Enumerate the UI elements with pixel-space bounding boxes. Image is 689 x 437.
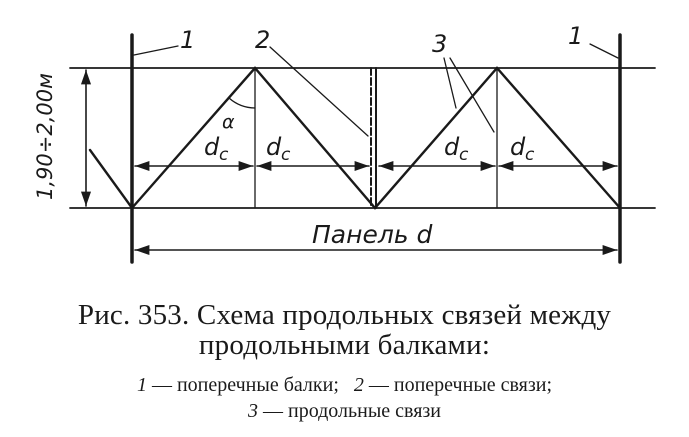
dc-label-4: d c [510, 133, 535, 165]
leader-3a [443, 57, 457, 109]
label-1-right: 1 [568, 22, 583, 50]
caption-line-1: Рис. 353. Схема продольных связей между [0, 300, 689, 330]
svg-text:c: c [219, 145, 229, 165]
leader-3b [449, 57, 495, 133]
leader-2 [269, 46, 369, 137]
panel-label: Панель d [312, 220, 433, 249]
legend-text-1: — поперечные балки; [151, 374, 339, 396]
svg-text:d: d [204, 133, 220, 161]
leader-1-right [589, 43, 619, 59]
dc-label-1: d c [204, 133, 229, 165]
height-label: 1,90÷2,00м [33, 73, 57, 200]
zigzag-bracing [130, 66, 622, 210]
leader-1-left [133, 45, 179, 56]
left-stub-diagonal [88, 148, 134, 210]
svg-text:d: d [510, 133, 526, 161]
svg-text:c: c [459, 145, 469, 165]
svg-text:c: c [281, 145, 291, 165]
dc-label-3: d c [444, 133, 469, 165]
legend-line-2: 3 — продольные связи [0, 398, 689, 424]
alpha-arc [228, 97, 256, 109]
svg-text:c: c [525, 145, 535, 165]
dc-label-2: d c [266, 133, 291, 165]
legend-num-3: 3 [247, 400, 258, 422]
svg-text:d: d [266, 133, 282, 161]
bracing-diagram: 1 1 2 3 α d c d c d c d c 1,90÷2,00м Пан… [33, 22, 656, 264]
legend-text-2: — поперечные связи; [368, 374, 553, 396]
figure-legend: 1 — поперечные балки; 2 — поперечные свя… [0, 372, 689, 424]
legend-num-2: 2 [353, 374, 364, 396]
caption-title-line2: продольными балками: [198, 329, 491, 361]
caption-title-line1: Схема продольных связей между [196, 299, 612, 331]
svg-text:d: d [444, 133, 460, 161]
legend-text-3: — продольные связи [262, 400, 442, 422]
legend-num-1: 1 [136, 374, 147, 396]
legend-line-1: 1 — поперечные балки; 2 — поперечные свя… [0, 372, 689, 398]
figure-number: Рис. 353. [77, 299, 190, 331]
label-3: 3 [432, 30, 447, 58]
alpha-label: α [222, 111, 235, 133]
figure-caption-title: Рис. 353. Схема продольных связей между … [0, 300, 689, 360]
label-1-left: 1 [180, 26, 195, 54]
label-2: 2 [255, 26, 270, 54]
